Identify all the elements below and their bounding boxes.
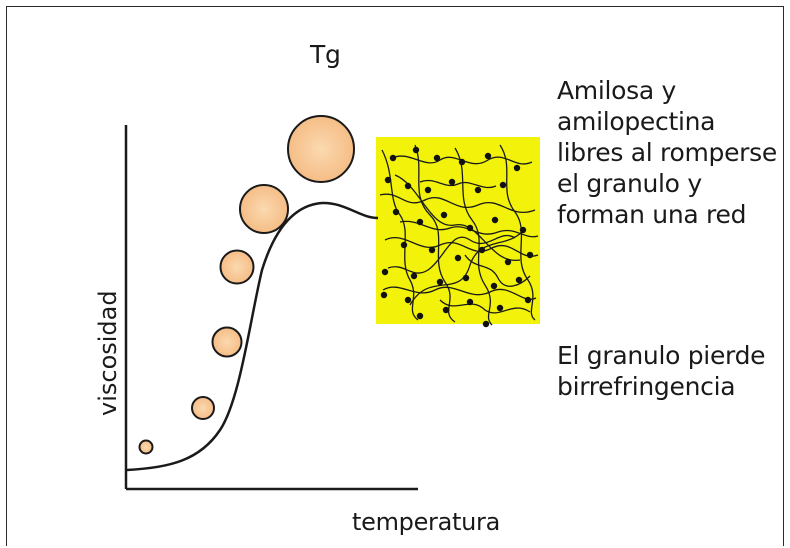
- polymer-network-dots: [380, 146, 534, 328]
- network-description-line-5: forman una red: [557, 200, 747, 229]
- network-description-line-2: amilopectina: [557, 107, 716, 136]
- granule-2: [191, 396, 215, 420]
- birefringence-description-line-2: birrefringencia: [557, 372, 736, 401]
- granule-6: [287, 115, 355, 183]
- polymer-network: [379, 144, 539, 326]
- x-axis-label: temperatura: [352, 508, 501, 536]
- network-description-line-1: Amilosa y: [557, 76, 677, 105]
- y-axis-label: viscosidad: [94, 290, 122, 416]
- figure-frame: [6, 6, 784, 546]
- network-description-line-4: el granulo y: [557, 169, 702, 198]
- tg-label: Tg: [310, 40, 341, 69]
- birefringence-description-line-1: El granulo pierde: [557, 341, 766, 370]
- granule-1: [138, 439, 154, 455]
- viscosity-curve: [125, 201, 379, 472]
- granule-4: [219, 249, 255, 285]
- birefringence-description: El granulo pierde birrefringencia: [557, 340, 766, 402]
- starch-network-box: [376, 137, 540, 324]
- network-description-line-3: libres al romperse: [557, 138, 777, 167]
- granule-3: [211, 326, 243, 358]
- granule-5: [239, 184, 289, 234]
- network-description: Amilosa y amilopectina libres al rompers…: [557, 75, 777, 230]
